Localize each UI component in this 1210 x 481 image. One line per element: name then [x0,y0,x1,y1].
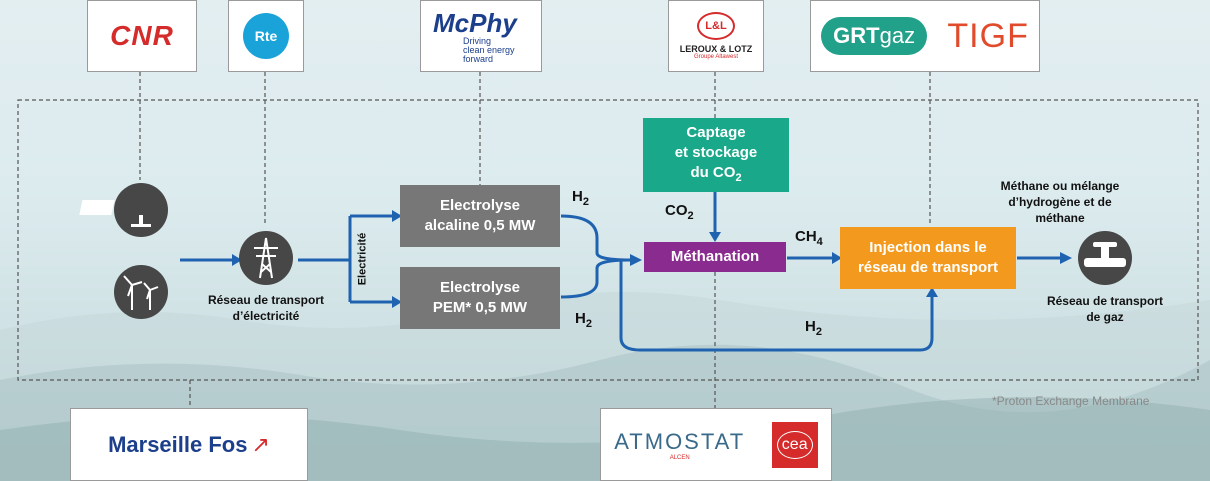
co2-main: CO [665,202,688,219]
leroux-lotz-logo: L&L LEROUX & LOTZ Groupe Altawest [668,0,764,72]
captage-line2: et stockage [674,143,758,161]
ch4-label: CH4 [795,228,823,248]
wind-turbine-icon [114,265,168,319]
reseau-electricite-line1: Réseau de transport [207,293,325,307]
atmostat-cea-logo: ATMOSTAT ALCEN cea [600,408,832,481]
leroux-name: LEROUX & LOTZ [679,44,753,54]
ch4-sub: 4 [816,236,823,248]
gas-pipeline-glyph [1084,242,1126,267]
mcphy-logo-text: McPhy [433,7,517,38]
logo-connectors [139,72,931,412]
h2-top-sub: 2 [582,196,589,208]
electrolyse-alcaline-line2: alcaline 0,5 MW [424,217,536,234]
cea-logo: cea [771,421,818,468]
cnr-logo: CNR [87,0,197,72]
tigf-logo: TIGF [947,16,1029,55]
system-boundary [17,99,1199,381]
arrow-heads [232,210,1072,308]
marseille-fos-mark-icon: ↗ [251,431,270,457]
electrolyse-pem-line1: Electrolyse [439,279,521,296]
h2-top-label: H2 [572,188,589,208]
methane-melange-line2: d’hydrogène et de [1008,195,1112,209]
reseau-electricite-label: Réseau de transport d’électricité [196,292,336,324]
reseau-gaz-line2: de gaz [1086,310,1124,324]
mcphy-logo: McPhy Driving clean energy forward [420,0,542,72]
footnote: *Proton Exchange Membrane [992,394,1150,408]
cnr-logo-text: CNR [110,20,174,51]
atmostat-logo: ATMOSTAT ALCEN [614,429,745,461]
captage-line3-sub: 2 [735,171,742,184]
grtgaz-tigf-logo: GRTgaz TIGF [810,0,1040,72]
co2-sub: 2 [687,210,694,222]
pylon-glyph [254,237,278,279]
h2-bottom-label: H2 [805,318,822,338]
ch4-main: CH [795,228,817,245]
methane-melange-line3: méthane [1035,211,1085,225]
h2-bottom-sub: 2 [815,326,822,338]
h2-top-main: H [572,188,583,205]
injection-box: Injection dans le réseau de transport [840,227,1016,289]
electricite-label-wrap: Electricité [351,214,373,304]
injection-line2: réseau de transport [857,259,999,276]
leroux-sub: Groupe Altawest [693,54,739,60]
cea-text: cea [776,430,813,459]
reseau-electricite-line2: d’électricité [232,309,300,323]
marseille-fos-logo: Marseille Fos ↗ [70,408,308,481]
rte-logo-text: Rte [254,28,278,44]
injection-line1: Injection dans le [869,239,987,256]
captage-line3-main: du CO [690,163,736,181]
mcphy-tagline-3: forward [463,53,494,64]
reseau-gaz-label: Réseau de transport de gaz [1030,293,1180,325]
grtgaz-gaz: gaz [879,23,916,48]
h2-mid-label: H2 [575,310,592,330]
wind-turbine-glyph [123,275,159,310]
methane-melange-line1: Méthane ou mélange [1000,179,1120,193]
captage-line1: Captage [686,123,746,141]
captage-box: Captage et stockage du CO2 [643,118,789,192]
electricite-label: Electricité [356,232,368,286]
electrolyse-alcaline-line1: Electrolyse [439,197,521,214]
grtgaz-grt: GRT [833,23,880,48]
co2-label: CO2 [665,202,694,222]
reseau-gaz-line1: Réseau de transport [1046,294,1164,308]
solar-panel-glyph [79,200,151,227]
mcphy-tagline-1: Driving [463,35,492,46]
captage-line3: du CO2 [690,163,741,188]
rte-logo: Rte [228,0,304,72]
atmostat-name: ATMOSTAT [614,428,746,454]
methanation-label: Méthanation [670,248,760,265]
atmostat-sub: ALCEN [669,454,690,461]
electrolyse-pem-box: Electrolyse PEM* 0,5 MW [400,267,560,329]
mcphy-tagline-2: clean energy [463,44,515,55]
electrolyse-pem-line2: PEM* 0,5 MW [432,299,528,316]
flow-arrows [180,192,1060,352]
electrolyse-alcaline-box: Electrolyse alcaline 0,5 MW [400,185,560,247]
grtgaz-logo: GRTgaz [821,17,928,55]
solar-panel-icon [114,183,168,237]
methanation-box: Méthanation [644,242,786,272]
methane-melange-label: Méthane ou mélange d’hydrogène et de mét… [985,178,1135,226]
h2-mid-sub: 2 [585,318,592,330]
h2-mid-main: H [575,310,586,327]
pylon-icon [239,231,293,285]
leroux-badge: L&L [705,20,727,32]
marseille-fos-text: Marseille Fos [108,431,248,457]
h2-bottom-main: H [805,318,816,335]
